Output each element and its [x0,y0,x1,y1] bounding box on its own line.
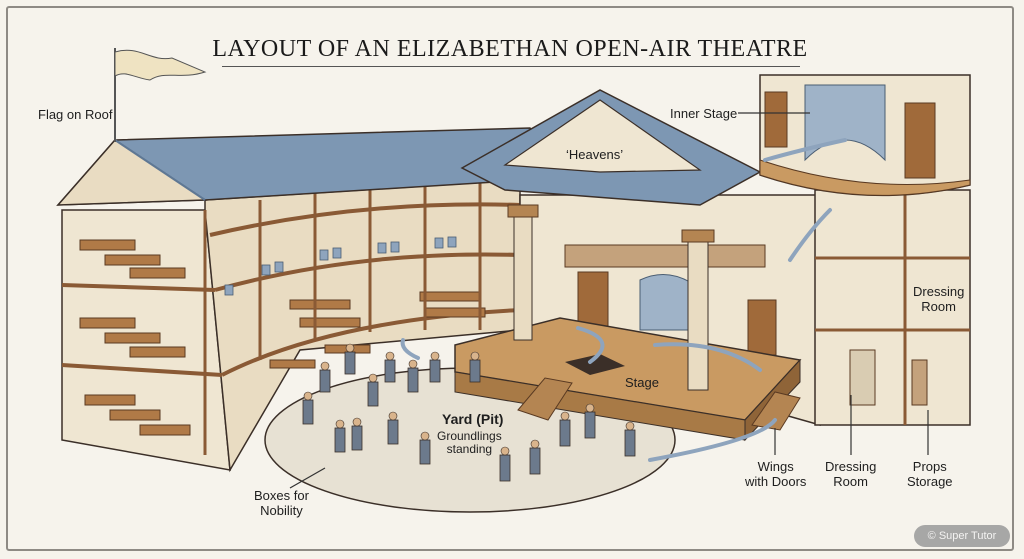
label-stage: Stage [625,375,659,390]
label-flag-on-roof: Flag on Roof [38,107,113,122]
label-line: standing [446,442,493,456]
label-groundlings: Groundlings standing [437,430,502,456]
label-line: Dressing [825,459,877,474]
label-line: Nobility [260,503,303,518]
label-heavens: ‘Heavens’ [566,147,624,162]
label-boxes-for-nobility: Boxes for Nobility [254,488,309,518]
label-line: Boxes for [254,488,309,503]
trapdoor [565,354,625,375]
label-line: Props [912,459,947,474]
label-line: Room [833,474,868,489]
title-underline [222,66,800,67]
label-yard-pit: Yard (Pit) [442,411,504,427]
label-line: Storage [907,474,953,489]
label-props-storage: Props Storage [907,459,953,489]
diagram-frame [6,6,1014,551]
label-wings-with-doors: Wings with Doors [745,459,806,489]
label-line: Groundlings [437,429,502,443]
pillar-left [513,214,533,341]
pillar-right [687,239,709,391]
inner-stage-inset [759,74,971,197]
label-dressing-room-lower: Dressing Room [825,459,876,489]
label-dressing-room-upper: Dressing Room [913,284,964,314]
label-line: Room [921,299,956,314]
flag [114,49,207,81]
label-inner-stage: Inner Stage [670,106,738,121]
watermark: © Super Tutor [914,525,1010,547]
label-line: with Doors [745,474,807,489]
label-line: Dressing [913,284,965,299]
diagram-title: LAYOUT OF AN ELIZABETHAN OPEN-AIR THEATR… [212,36,808,62]
label-line: Wings [757,459,794,474]
